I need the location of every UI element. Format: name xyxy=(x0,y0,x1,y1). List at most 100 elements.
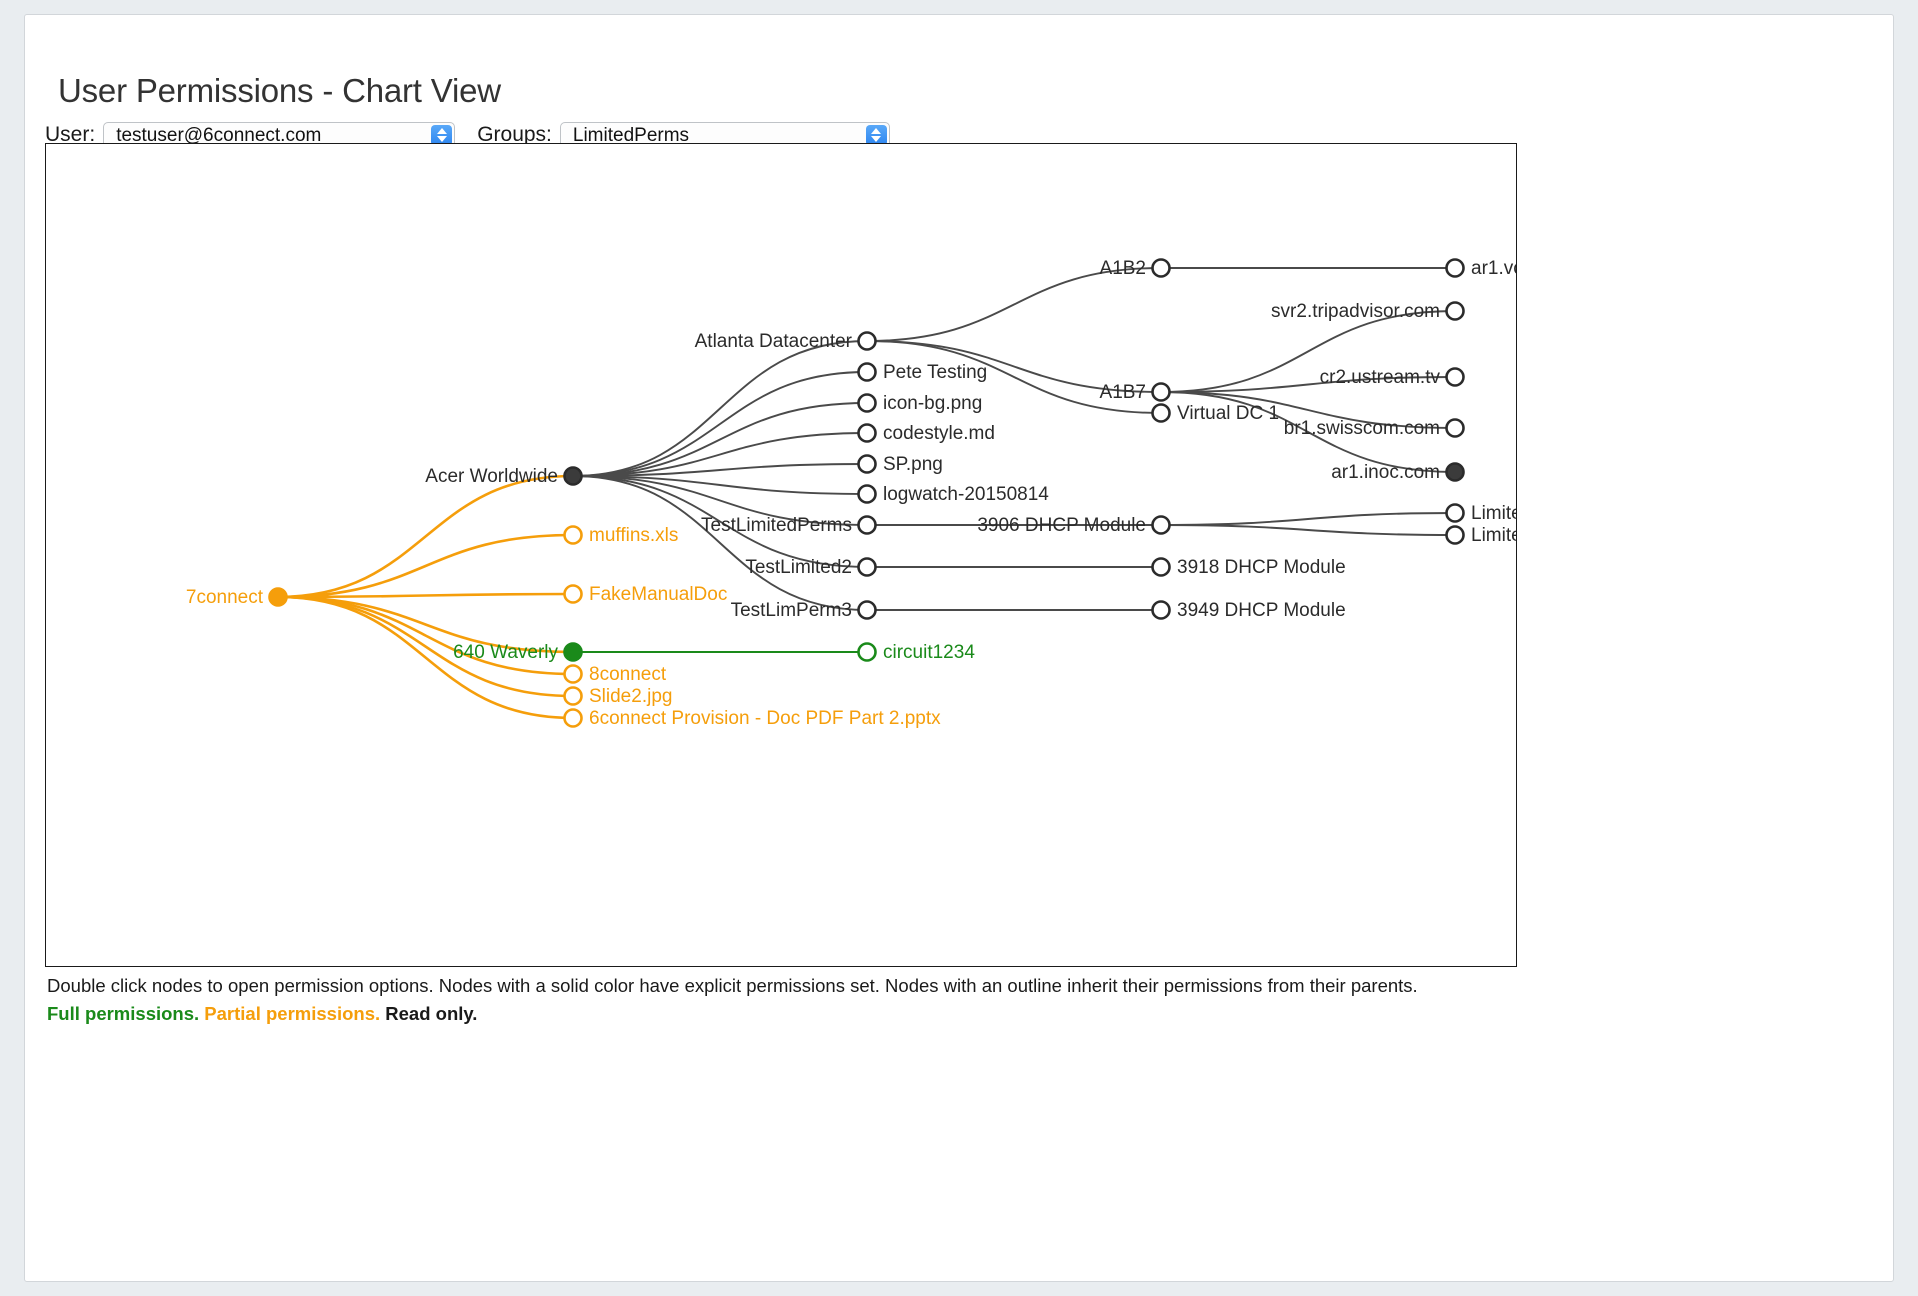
tree-node-circle[interactable] xyxy=(1445,258,1465,278)
permission-tree-svg[interactable]: 7connect Acer Worldwide muffins.xlsFakeMan… xyxy=(46,144,1516,966)
tree-node[interactable]: ar1.inoc.com xyxy=(1331,462,1465,483)
tree-node[interactable]: 7connect xyxy=(186,587,288,608)
tree-node-label: Virtual DC 1 xyxy=(1177,403,1279,424)
tree-node-label: FakeManualDoc xyxy=(589,584,727,605)
tree-link xyxy=(572,463,868,477)
tree-node-circle[interactable] xyxy=(1151,557,1171,577)
legend-full-permissions: Full permissions. xyxy=(47,1003,200,1024)
tree-node-circle[interactable] xyxy=(1445,418,1465,438)
tree-node[interactable]: LimitedS xyxy=(1445,525,1517,546)
tree-link xyxy=(572,475,868,495)
tree-node[interactable]: A1B7 xyxy=(1100,382,1171,403)
tree-node[interactable]: 640 Waverly xyxy=(453,642,583,663)
tree-node-circle[interactable] xyxy=(857,423,877,443)
tree-node[interactable]: LimitedP xyxy=(1445,503,1517,524)
tree-node-circle[interactable] xyxy=(563,664,583,684)
tree-node-label: codestyle.md xyxy=(883,423,995,444)
tree-node-circle[interactable] xyxy=(268,587,288,607)
chevron-updown-icon[interactable] xyxy=(865,124,887,146)
tree-node-label: svr2.tripadvisor.com xyxy=(1271,301,1440,322)
groups-select-value: LimitedPerms xyxy=(572,124,690,146)
tree-node[interactable]: Pete Testing xyxy=(857,362,988,383)
tree-node-circle[interactable] xyxy=(1151,600,1171,620)
legend-key: Full permissions. Partial permissions. R… xyxy=(47,1003,477,1025)
tree-node[interactable]: 3906 DHCP Module xyxy=(977,515,1171,536)
tree-node-label: A1B7 xyxy=(1100,382,1146,403)
tree-node-circle[interactable] xyxy=(1151,258,1171,278)
tree-node[interactable]: TestLimitedPerms xyxy=(701,515,877,536)
tree-node[interactable]: codestyle.md xyxy=(857,423,995,444)
tree-node[interactable]: FakeManualDoc xyxy=(563,584,728,605)
tree-node[interactable]: Virtual DC 1 xyxy=(1151,403,1280,424)
tree-node-circle[interactable] xyxy=(1445,367,1465,387)
tree-link xyxy=(572,475,868,568)
tree-node[interactable]: logwatch-20150814 xyxy=(857,484,1050,505)
tree-node-circle[interactable] xyxy=(857,515,877,535)
tree-node-label: Pete Testing xyxy=(883,362,987,383)
tree-node[interactable]: muffins.xls xyxy=(563,525,679,546)
tree-node-circle[interactable] xyxy=(857,454,877,474)
tree-node-circle[interactable] xyxy=(857,331,877,351)
tree-link xyxy=(277,474,574,599)
tree-node-circle[interactable] xyxy=(1445,503,1465,523)
tree-node-label: muffins.xls xyxy=(589,525,678,546)
tree-node[interactable]: TestLimited2 xyxy=(745,557,877,578)
tree-node-label: icon-bg.png xyxy=(883,393,982,414)
tree-node-circle[interactable] xyxy=(563,466,583,486)
tree-node-circle[interactable] xyxy=(857,484,877,504)
tree-node-circle[interactable] xyxy=(563,686,583,706)
tree-link xyxy=(1160,376,1456,393)
tree-node-circle[interactable] xyxy=(857,642,877,662)
tree-node-label: br1.swisscom.com xyxy=(1284,418,1440,439)
tree-node[interactable]: cr2.ustream.tv xyxy=(1320,367,1465,388)
tree-node[interactable]: 8connect xyxy=(563,664,667,685)
tree-node[interactable]: TestLimPerm3 xyxy=(731,600,877,621)
tree-node-circle[interactable] xyxy=(857,362,877,382)
tree-link xyxy=(1160,391,1456,429)
tree-node-circle[interactable] xyxy=(563,525,583,545)
tree-node-circle[interactable] xyxy=(1151,382,1171,402)
tree-node-circle[interactable] xyxy=(857,557,877,577)
tree-node-circle[interactable] xyxy=(1151,403,1171,423)
tree-node-circle[interactable] xyxy=(857,393,877,413)
tree-node-label: TestLimPerm3 xyxy=(731,600,852,621)
page-title: User Permissions - Chart View xyxy=(58,72,501,110)
tree-node[interactable]: SP.png xyxy=(857,454,943,475)
tree-links xyxy=(277,267,1456,720)
tree-node[interactable]: Atlanta Datacenter xyxy=(695,331,877,352)
tree-link xyxy=(1160,512,1456,526)
tree-node[interactable]: icon-bg.png xyxy=(857,393,983,414)
tree-node-circle[interactable] xyxy=(1445,525,1465,545)
tree-nodes[interactable]: 7connect Acer Worldwide muffins.xlsFakeMan… xyxy=(186,258,1516,729)
chevron-updown-icon[interactable] xyxy=(431,124,453,146)
tree-node-circle[interactable] xyxy=(563,584,583,604)
tree-node[interactable]: br1.swisscom.com xyxy=(1284,418,1465,439)
tree-node[interactable]: 6connect Provision - Doc PDF Part 2.pptx xyxy=(563,708,942,729)
tree-node-label: SP.png xyxy=(883,454,943,475)
tree-node-label: 640 Waverly xyxy=(453,642,558,663)
tree-node-circle[interactable] xyxy=(1445,462,1465,482)
tree-link xyxy=(277,595,574,720)
tree-node[interactable]: 3918 DHCP Module xyxy=(1151,557,1346,578)
legend-partial-permissions: Partial permissions. xyxy=(204,1003,381,1024)
tree-node-label: ar1.voxity. xyxy=(1471,258,1516,279)
tree-node-label: TestLimited2 xyxy=(745,557,852,578)
tree-link xyxy=(572,402,868,477)
tree-node[interactable]: svr2.tripadvisor.com xyxy=(1271,301,1465,322)
tree-link xyxy=(1160,524,1456,536)
tree-node-circle[interactable] xyxy=(1151,515,1171,535)
tree-node[interactable]: ar1.voxity. xyxy=(1445,258,1517,279)
tree-node-circle[interactable] xyxy=(563,642,583,662)
tree-node-label: 8connect xyxy=(589,664,667,685)
tree-node-label: Slide2.jpg xyxy=(589,686,672,707)
tree-node[interactable]: Acer Worldwide xyxy=(425,466,583,487)
tree-node[interactable]: 3949 DHCP Module xyxy=(1151,600,1346,621)
tree-node[interactable]: Slide2.jpg xyxy=(563,686,673,707)
tree-node-label: 3918 DHCP Module xyxy=(1177,557,1346,578)
tree-node[interactable]: A1B2 xyxy=(1100,258,1171,279)
tree-node-circle[interactable] xyxy=(563,708,583,728)
tree-node-circle[interactable] xyxy=(1445,301,1465,321)
tree-node-circle[interactable] xyxy=(857,600,877,620)
tree-node[interactable]: circuit1234 xyxy=(857,642,976,663)
